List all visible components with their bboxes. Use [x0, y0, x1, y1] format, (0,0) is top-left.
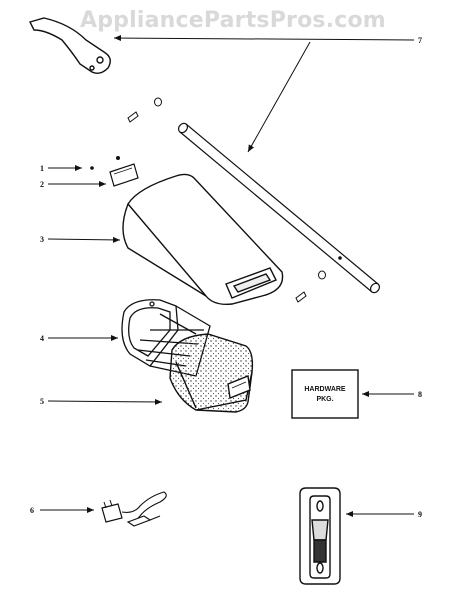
dust-bowl-part: [169, 333, 254, 413]
callout-7: 7: [418, 36, 422, 45]
handle-part: [28, 17, 111, 75]
callout-8: 8: [418, 390, 422, 399]
callout-4: 4: [40, 334, 44, 343]
watermark-text: AppliancePartsPros.com: [80, 8, 386, 33]
charger-adapter-part: [101, 491, 167, 527]
callout-6: 6: [30, 506, 34, 515]
leader-7b: [247, 41, 311, 153]
callout-5: 5: [40, 397, 44, 406]
callout-2: 2: [40, 180, 44, 189]
callout-numbers: 1 2 3 4 5 6 7 8 9: [30, 36, 422, 519]
leader-5: [47, 398, 163, 405]
fastener-parts: [90, 97, 326, 303]
extension-rod-part: [177, 122, 381, 294]
mounting-plate-part: [109, 163, 139, 187]
hardware-package-box: HARDWARE PKG.: [291, 369, 359, 419]
callout-9: 9: [418, 510, 422, 519]
hardware-box-line2: PKG.: [316, 396, 333, 403]
callout-3: 3: [40, 235, 44, 244]
callout-1: 1: [40, 164, 44, 173]
hardware-box-line1: HARDWARE: [304, 386, 346, 393]
wall-bracket-part: [299, 487, 341, 585]
nozzle-cover-part: [122, 173, 284, 306]
leader-3: [47, 236, 121, 243]
leader-7a: [113, 35, 415, 42]
leader-lines: [40, 35, 415, 517]
